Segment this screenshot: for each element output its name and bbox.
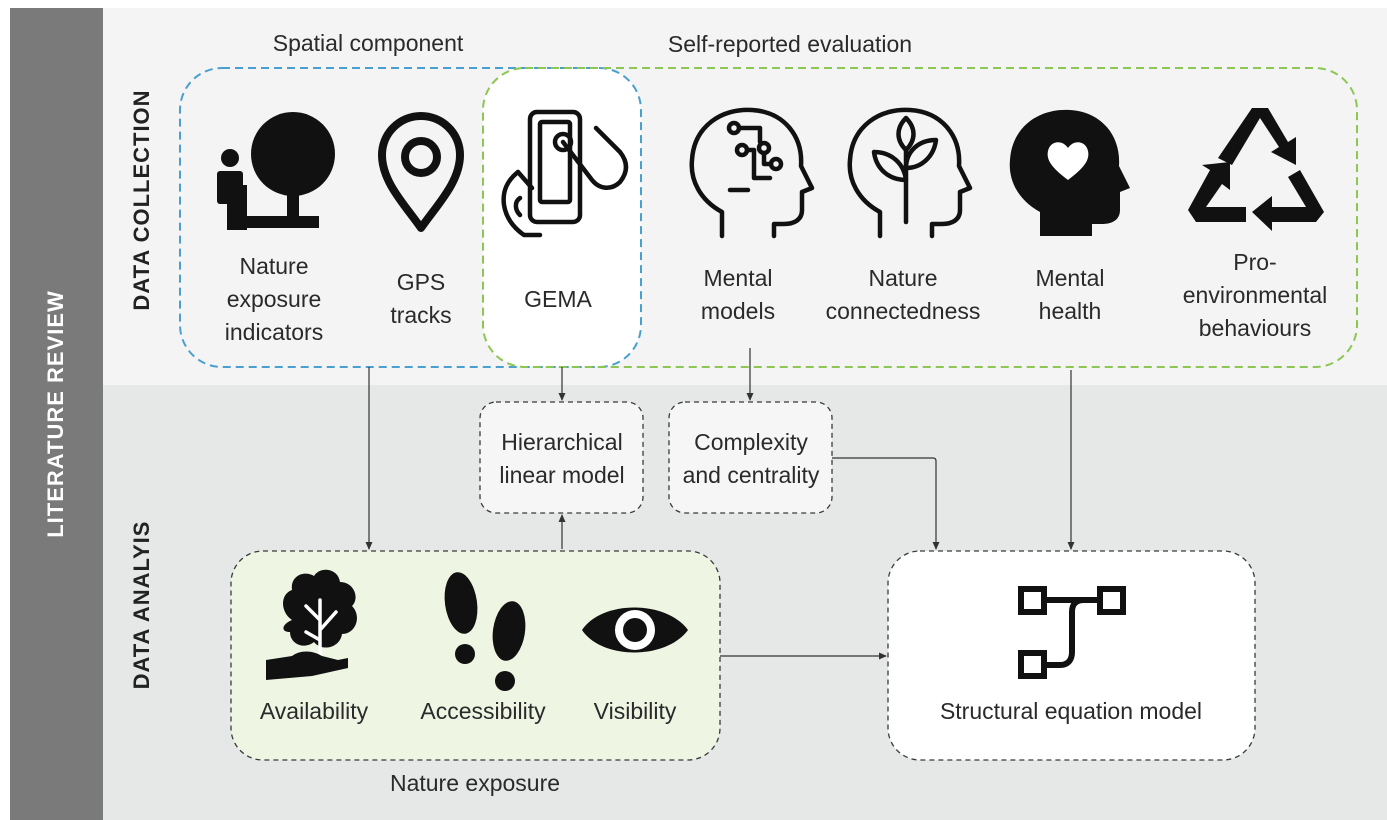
nature-connectedness-label: Nature connectedness <box>825 265 981 324</box>
accessibility-label: Accessibility <box>420 698 546 724</box>
flow-diagram-icon <box>1018 586 1126 679</box>
complexity-centrality-box <box>668 401 833 514</box>
spatial-component-label: Spatial component <box>272 30 464 56</box>
data-collection-band <box>103 8 1387 385</box>
footprints-icon <box>444 572 526 691</box>
pro-environmental-label: Pro- environmental behaviours <box>1182 249 1328 341</box>
nature-exposure-label: Nature exposure <box>389 770 561 796</box>
literature-review-band <box>10 8 103 820</box>
arrow-complexity-to-sem <box>832 457 940 550</box>
tree-hand-icon <box>266 569 357 680</box>
gps-tracks-label: GPS tracks <box>390 269 452 328</box>
gema-overlap-fill <box>483 68 641 367</box>
gema-label: GEMA <box>524 286 592 312</box>
phone-touch-icon <box>501 109 629 238</box>
eye-icon <box>582 607 688 653</box>
head-heart-icon <box>1009 109 1130 236</box>
person-tree-icon <box>217 112 335 230</box>
mental-models-label: Mental models <box>700 265 776 324</box>
hierarchical-linear-model-box <box>479 401 644 514</box>
hierarchical-linear-model-label: Hierarchical linear model <box>499 429 625 488</box>
complexity-centrality-label: Complexity and centrality <box>682 429 820 488</box>
head-circuit-icon <box>689 107 815 239</box>
structural-equation-model-label: Structural equation model <box>939 698 1203 724</box>
nature-exposure-indicators-label: Nature exposure indicators <box>224 253 324 345</box>
head-leaf-icon <box>847 107 973 239</box>
visibility-label: Visibility <box>593 698 677 724</box>
self-reported-label: Self-reported evaluation <box>667 31 913 57</box>
availability-label: Availability <box>259 698 369 724</box>
recycle-icon <box>1188 108 1324 231</box>
self-reported-outline <box>482 67 1358 368</box>
spatial-component-outline <box>179 67 642 368</box>
mental-health-label: Mental health <box>1035 265 1105 324</box>
location-pin-icon <box>378 112 464 232</box>
